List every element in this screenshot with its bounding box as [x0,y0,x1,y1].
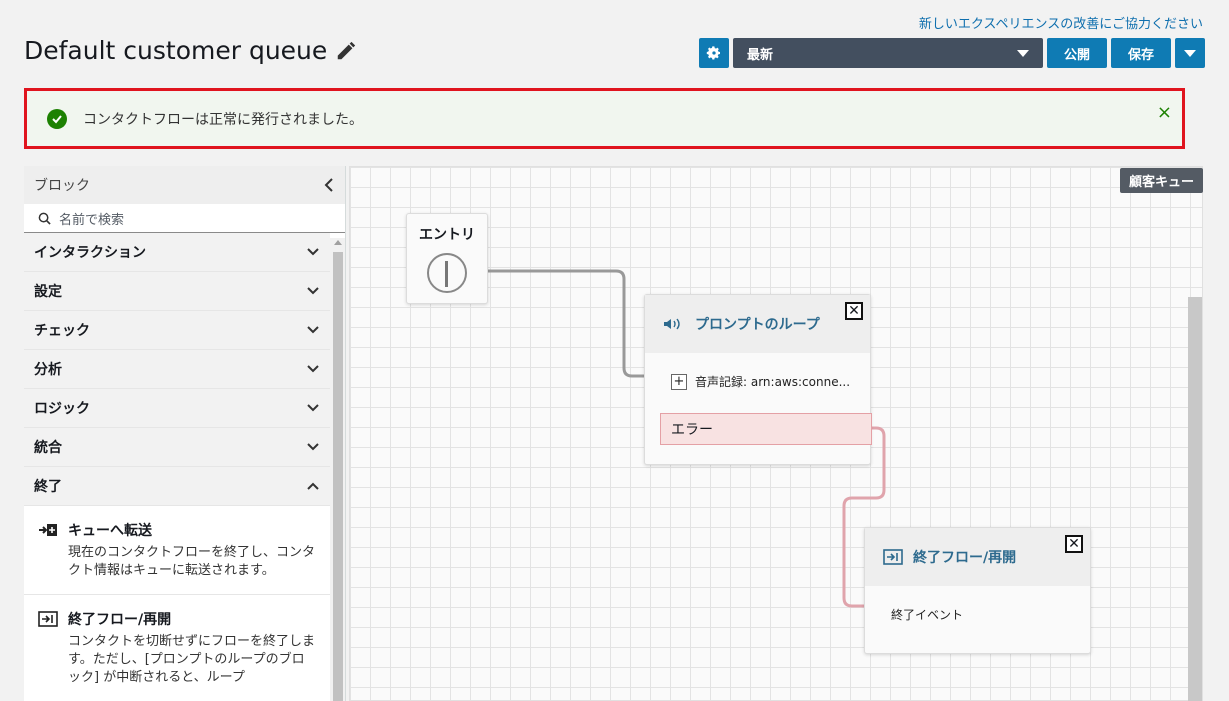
chevron-up-icon [307,482,319,490]
end-flow-node[interactable]: 終了フロー/再開 ✕ 終了イベント [864,527,1091,654]
block-end-flow-resume[interactable]: 終了フロー/再開 コンタクトを切断せずにフローを終了します。ただし、[プロンプト… [24,595,330,701]
canvas-flow-type-tag: 顧客キュー [1119,168,1203,193]
save-button[interactable]: 保存 [1111,38,1171,68]
entry-label: エントリ [419,227,475,243]
chevron-down-icon [307,287,319,295]
loop-prompts-node[interactable]: プロンプトのループ ✕ + 音声記録: arn:aws:conne... エラー [644,294,872,465]
error-branch[interactable]: エラー [660,413,872,445]
alert-highlight [24,88,1185,149]
plus-icon[interactable]: + [671,373,687,390]
node-title: 終了フロー/再開 [913,550,1017,566]
success-check-icon [47,108,67,129]
category-integration[interactable]: 統合 [24,428,330,467]
end-event-label: 終了イベント [891,608,964,622]
canvas-scrollbar[interactable] [1188,297,1202,701]
page-title: Default customer queue [24,36,357,65]
error-label: エラー [671,422,713,438]
category-label: 終了 [34,479,62,495]
speaker-icon [664,318,680,330]
category-check[interactable]: チェック [24,311,330,350]
end-flow-icon [883,549,903,565]
chevron-down-icon [307,326,319,334]
chevron-down-icon [307,248,319,256]
close-icon[interactable]: × [1156,102,1172,123]
node-title: プロンプトのループ [695,317,820,333]
block-description: 現在のコンタクトフローを終了し、コンタクト情報はキューに転送されます。 [68,545,316,578]
prompt-row[interactable]: + 音声記録: arn:aws:conne... [671,373,850,390]
category-label: インタラクション [34,245,146,261]
toolbar: 最新 公開 保存 [699,38,1205,68]
gear-icon [706,46,720,60]
entry-tick [445,261,448,287]
search-input[interactable]: 名前で検索 [24,204,345,233]
save-options-button[interactable] [1175,38,1205,68]
block-description: コンタクトを切断せずにフローを終了します。ただし、[プロンプトのループのブロック… [68,634,316,685]
category-label: 統合 [34,440,62,456]
pencil-icon[interactable] [335,40,357,62]
chevron-down-icon [1184,49,1196,57]
sidebar-scrollbar[interactable] [330,238,345,701]
category-terminate[interactable]: 終了 [24,467,330,506]
chevron-left-icon[interactable] [323,178,335,192]
category-interaction[interactable]: インタラクション [24,233,330,272]
chevron-down-icon [307,443,319,451]
close-icon[interactable]: ✕ [1065,535,1083,553]
category-label: 設定 [34,284,62,300]
chevron-down-icon [307,404,319,412]
category-logic[interactable]: ロジック [24,389,330,428]
chevron-down-icon [307,365,319,373]
close-icon[interactable]: ✕ [845,302,863,320]
category-label: チェック [34,323,90,339]
category-settings[interactable]: 設定 [24,272,330,311]
version-select-value: 最新 [747,47,774,63]
scroll-up-icon[interactable] [334,240,342,245]
version-select[interactable]: 最新 [733,38,1043,68]
category-label: ロジック [34,401,90,417]
sidebar-title: ブロック [34,178,90,194]
block-transfer-to-queue[interactable]: キューへ転送 現在のコンタクトフローを終了し、コンタクト情報はキューに転送されま… [24,506,330,595]
block-title: 終了フロー/再開 [68,612,172,628]
sidebar-header: ブロック [24,166,345,204]
node-header: 終了フロー/再開 [865,528,1090,586]
block-sidebar: ブロック 名前で検索 インタラクション 設定 チェック 分析 ロジック 統合 終… [24,166,346,701]
end-flow-icon [38,611,58,627]
entry-node[interactable]: エントリ [406,213,488,304]
search-icon [38,212,51,225]
publish-button[interactable]: 公開 [1047,38,1107,68]
success-alert: コンタクトフローは正常に発行されました。 × [27,92,1182,145]
scrollbar-thumb[interactable] [333,252,343,701]
prompt-row-text: 音声記録: arn:aws:conne... [695,375,851,389]
transfer-queue-icon [39,524,57,536]
alert-message: コンタクトフローは正常に発行されました。 [83,111,363,128]
category-analysis[interactable]: 分析 [24,350,330,389]
category-label: 分析 [34,362,62,378]
settings-button[interactable] [699,38,729,68]
entry-point-icon[interactable] [427,253,467,293]
block-title: キューへ転送 [68,523,152,539]
search-placeholder: 名前で検索 [59,212,125,228]
node-header: プロンプトのループ [645,295,870,353]
feedback-link[interactable]: 新しいエクスペリエンスの改善にご協力ください [918,17,1203,32]
chevron-down-icon [1017,49,1029,57]
flow-name: Default customer queue [24,36,328,65]
